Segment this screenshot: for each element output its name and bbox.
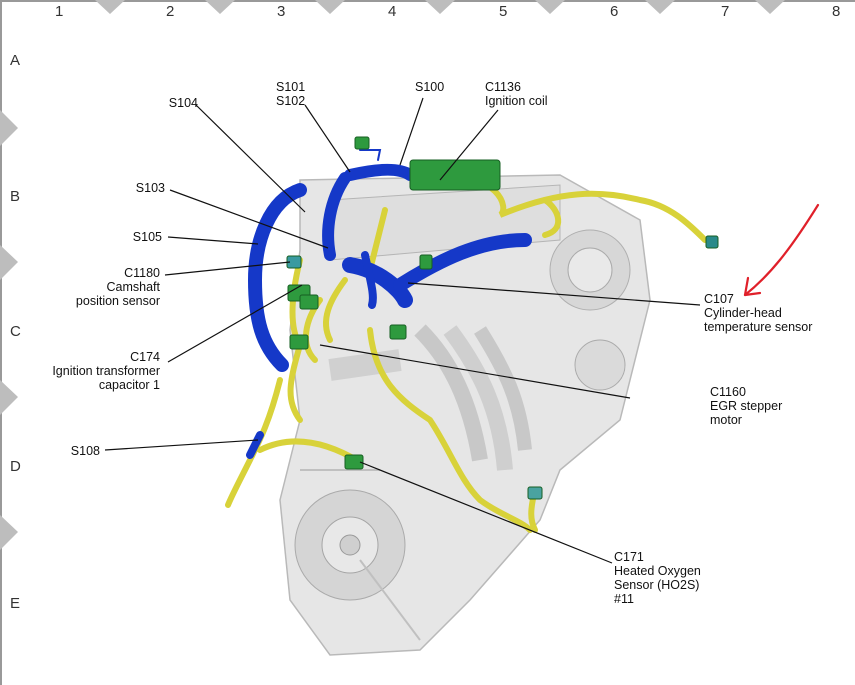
label-s103: S103: [135, 181, 165, 195]
grid-row-c: C: [10, 323, 21, 340]
grid-col-4: 4: [388, 3, 397, 20]
label-c174-id: C174: [130, 350, 160, 364]
label-c1136-id: C1136: [485, 80, 521, 94]
blue-harness: [246, 149, 532, 459]
label-s100: S100: [415, 80, 445, 94]
label-c174-name: Ignition transformer capacitor 1: [52, 364, 160, 392]
grid-col-8: 8: [832, 3, 841, 20]
leader-lines: [104, 97, 701, 564]
label-s101: S101: [276, 80, 306, 94]
left-border: [0, 0, 18, 685]
grid-col-6: 6: [610, 3, 619, 20]
label-s105: S105: [132, 230, 162, 244]
label-s102: S102: [276, 94, 306, 108]
connectors: [286, 136, 719, 500]
grid-col-7: 7: [721, 3, 730, 20]
label-c107-name: Cylinder-head temperature sensor: [704, 306, 813, 334]
grid-row-a: A: [10, 52, 21, 69]
label-c171-name: Heated Oxygen Sensor (HO2S) #11: [614, 564, 701, 606]
top-border: [0, 0, 855, 14]
label-c1160-id: C1160: [710, 385, 746, 399]
grid-col-3: 3: [277, 3, 286, 20]
grid-col-1: 1: [55, 3, 64, 20]
label-c1180-name: Camshaft position sensor: [75, 280, 160, 308]
label-s108: S108: [70, 444, 100, 458]
annotation-arrow: [743, 203, 820, 297]
grid-col-5: 5: [499, 3, 508, 20]
label-c1180-id: C1180: [124, 266, 160, 280]
label-c1160-name: EGR stepper motor: [710, 399, 783, 427]
grid-row-e: E: [10, 595, 21, 612]
grid-col-2: 2: [166, 3, 175, 20]
label-c171-id: C171: [614, 550, 644, 564]
grid-row-d: D: [10, 458, 21, 475]
label-c1136-name: Ignition coil: [485, 94, 548, 108]
grid-row-b: B: [10, 188, 21, 205]
label-c107-id: C107: [704, 292, 734, 306]
label-s104: S104: [168, 96, 198, 110]
